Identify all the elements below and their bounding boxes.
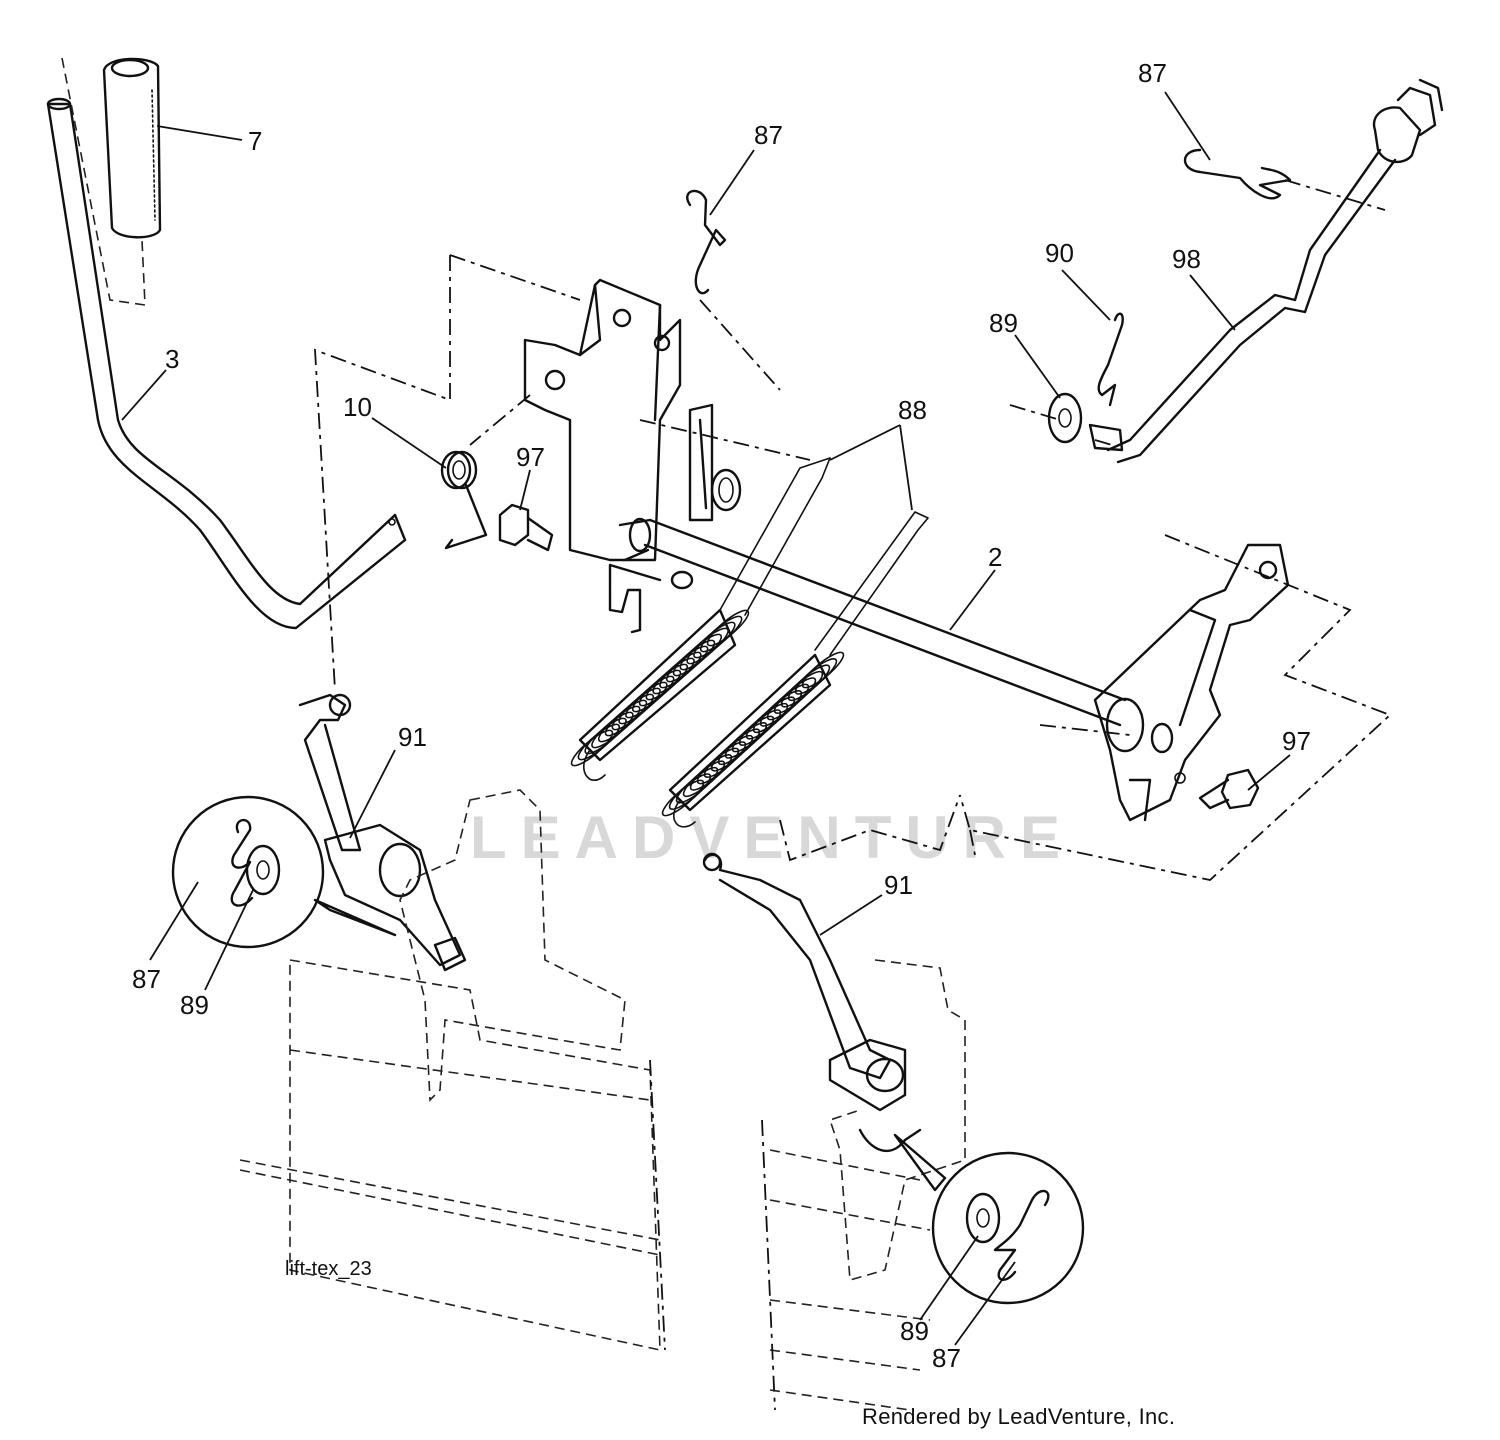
lift-link-left-part[interactable] [298,693,467,972]
leader-lines [121,91,1291,1346]
callout-91-left[interactable]: 91 [398,722,427,752]
spring-coil-turn [618,687,661,725]
callout-87-right-detail[interactable]: 87 [932,1343,961,1373]
callout-98[interactable]: 98 [1172,244,1201,274]
spring-coil-turn [738,709,782,746]
callout-7[interactable]: 7 [248,126,262,156]
callout-87-left-detail[interactable]: 87 [132,964,161,994]
callout-91-right[interactable]: 91 [884,870,913,900]
watermark: LEADVENTURE [470,804,1074,871]
spring-coil-turn [604,699,648,737]
callout-87-right[interactable]: 87 [1138,58,1167,88]
spring-coil-turn [731,715,775,753]
lift-link-right-part[interactable] [702,852,922,1152]
callout-89-left-detail[interactable]: 89 [180,990,209,1020]
callout-97-right[interactable]: 97 [1282,726,1311,756]
spring-coil-turn [696,747,740,785]
spring-coil-turn [710,734,754,772]
spring-coil-turn [745,702,789,740]
callout-2[interactable]: 2 [988,542,1002,572]
spring-coil-turn [682,760,726,798]
spring-coil-turn [645,663,689,701]
spring-coil-turn [773,677,817,714]
spring-coil-turn [659,651,702,689]
spring-coil-turn [686,627,729,665]
spring-coil-turn [591,711,634,749]
callout-89-right-detail[interactable]: 89 [900,1316,929,1346]
mount-bracket-part[interactable] [523,278,742,634]
bolt-left-part[interactable] [498,503,554,552]
spring-coil-turn [652,657,695,695]
callout-87-top[interactable]: 87 [754,120,783,150]
spring-coil-turn [717,728,761,766]
washer-89-top-part[interactable] [1047,392,1083,444]
spring-coil-turn [638,669,682,707]
adjusting-rod-part[interactable] [1088,78,1444,464]
hairpin-clip-top-part[interactable] [686,189,727,295]
hairpin-clip-90-part[interactable] [1097,312,1124,407]
spring-coil-turn [631,675,675,713]
deck-plate-right-phantom [761,959,966,1411]
callout-3[interactable]: 3 [165,344,179,374]
handle-grip-part[interactable] [61,57,162,306]
spring-coil-turn [689,754,733,791]
detail-circle-right [893,1133,1085,1305]
callout-10[interactable]: 10 [343,392,372,422]
assembly-centerlines [314,179,1392,881]
spring-coil-turn [759,690,803,727]
spring-coil-turn [625,681,668,719]
spring-coil-turn [611,693,655,731]
lift-shaft-part[interactable] [618,517,1290,822]
bolt-right-part[interactable] [1198,768,1260,810]
spring-coils [570,609,845,817]
spring-coil-turn [570,729,614,767]
callout-90[interactable]: 90 [1045,238,1074,268]
spring-coil-turn [597,705,641,743]
drawing-id-label: lift-tex_23 [285,1258,372,1280]
spring-coil-turn [679,633,723,671]
spring-coil-turn [693,621,736,659]
spring-coil-turn [661,779,705,817]
hairpin-clip-right-part[interactable] [1183,148,1292,200]
callout-89-top[interactable]: 89 [989,308,1018,338]
spring-coil-turn [665,645,709,683]
spring-coil-turn [672,639,716,677]
spring-coil-turn [724,722,768,759]
detail-circle-left [171,795,397,949]
spring-coil-turn [787,664,831,702]
deck-plate-left-phantom [239,789,666,1351]
spring-coil-turn [752,696,796,734]
springs-part[interactable] [578,457,929,828]
spring-coil-turn [699,615,743,653]
callout-97-left[interactable]: 97 [516,442,545,472]
spring-coil-turn [780,670,824,708]
callout-88[interactable]: 88 [898,395,927,425]
spring-coil-turn [703,741,747,778]
lift-lever-part[interactable] [46,97,407,630]
spring-coil-turn [794,658,838,695]
render-credit: Rendered by LeadVenture, Inc. [862,1404,1176,1429]
spring-coil-turn [766,683,810,721]
torsion-spring-part[interactable] [440,450,488,550]
callouts: 7 87 87 3 10 97 88 90 98 89 2 97 91 91 8… [132,58,1311,1373]
